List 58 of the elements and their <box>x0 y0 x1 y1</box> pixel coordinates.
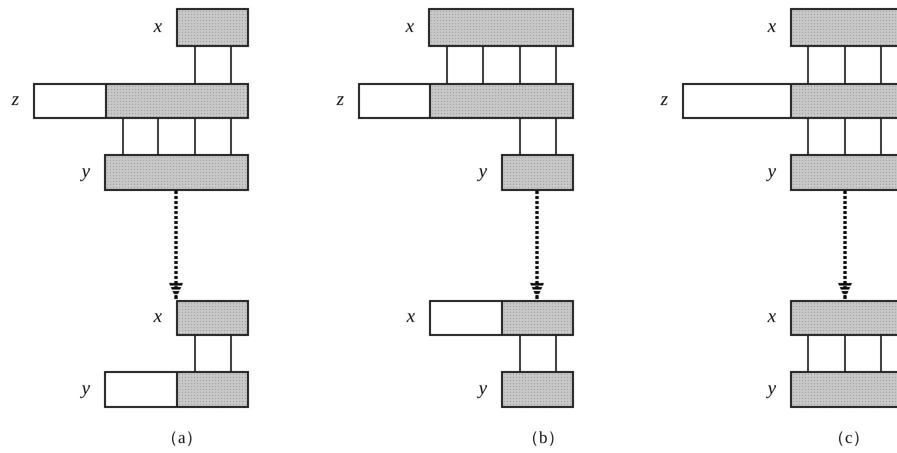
variable-label: x <box>768 307 776 327</box>
connector-line <box>194 336 196 371</box>
variable-label: y <box>478 162 487 182</box>
data-bar <box>429 300 574 336</box>
data-bar <box>428 8 574 47</box>
data-bar <box>33 83 249 119</box>
connector-line <box>519 119 521 154</box>
variable-label: x <box>154 307 162 327</box>
connector-line <box>844 119 846 154</box>
data-bar <box>176 8 249 47</box>
variable-label: y <box>478 378 487 398</box>
connector-line <box>230 119 232 154</box>
connector-line <box>880 119 882 154</box>
variable-label: y <box>82 162 90 182</box>
variable-label: x <box>406 16 414 36</box>
connector-line <box>157 119 159 154</box>
connector-line <box>230 47 232 83</box>
panel-caption: （a） <box>161 428 203 448</box>
variable-label: z <box>660 90 668 110</box>
connector-line <box>807 336 809 371</box>
connector-line <box>446 47 448 83</box>
data-bar <box>104 154 249 191</box>
variable-label: y <box>82 378 90 398</box>
data-bar <box>790 154 897 191</box>
connector-line <box>555 47 557 83</box>
connector-line <box>807 47 809 83</box>
connector-line <box>482 47 484 83</box>
data-bar <box>790 300 897 336</box>
connector-line <box>230 336 232 371</box>
connector-line <box>519 47 521 83</box>
panel-caption: （c） <box>828 428 870 448</box>
data-bar <box>501 154 574 191</box>
data-bar <box>176 300 249 336</box>
data-bar <box>501 371 574 408</box>
connector-line <box>844 336 846 371</box>
connector-line <box>880 336 882 371</box>
variable-label: z <box>336 90 344 110</box>
variable-label: y <box>768 378 776 398</box>
panel-caption: （b） <box>522 428 564 448</box>
connector-line <box>844 47 846 83</box>
connector-line <box>194 119 196 154</box>
connector-line <box>194 47 196 83</box>
connector-line <box>807 119 809 154</box>
variable-label: x <box>406 307 415 327</box>
data-bar <box>790 371 897 408</box>
connector-line <box>555 336 557 371</box>
connector-line <box>880 47 882 83</box>
data-bar <box>790 8 897 47</box>
variable-label: x <box>768 16 776 36</box>
data-bar <box>682 83 897 119</box>
connector-line <box>519 336 521 371</box>
variable-label: x <box>154 16 162 36</box>
connector-line <box>555 119 557 154</box>
connector-line <box>122 119 124 154</box>
data-bar <box>104 371 249 408</box>
data-bar <box>358 83 574 119</box>
variable-label: z <box>12 90 19 110</box>
variable-label: y <box>768 162 776 182</box>
